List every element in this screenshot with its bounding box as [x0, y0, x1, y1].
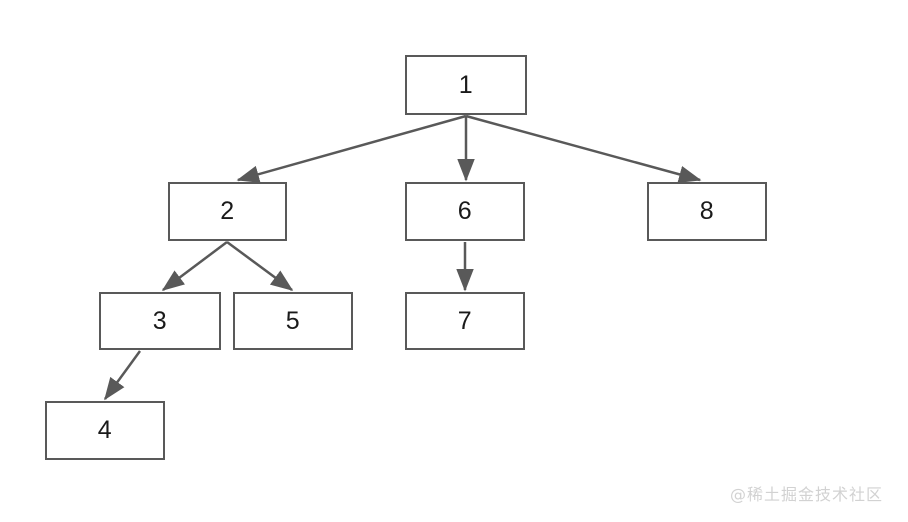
node-label: 3 — [152, 306, 168, 335]
node-label: 6 — [457, 197, 473, 225]
node-7[interactable]: 7 — [405, 292, 525, 350]
node-label: 2 — [220, 197, 235, 225]
edge-n3-to-n4 — [103, 350, 142, 401]
node-8[interactable]: 8 — [647, 182, 767, 241]
edge-n1-to-n8 — [465, 114, 702, 183]
edges-group — [103, 114, 702, 401]
node-2[interactable]: 2 — [168, 182, 287, 241]
node-label: 5 — [285, 306, 301, 335]
node-1[interactable]: 1 — [405, 55, 527, 115]
node-6[interactable]: 6 — [405, 182, 525, 241]
node-label: 4 — [97, 416, 113, 444]
node-5[interactable]: 5 — [233, 292, 353, 350]
watermark: @稀土掘金技术社区 — [730, 485, 884, 504]
node-4[interactable]: 4 — [45, 401, 165, 460]
node-label: 7 — [457, 306, 473, 335]
edge-n2-to-n5 — [226, 240, 294, 292]
edge-n2-to-n3 — [161, 241, 228, 291]
node-3[interactable]: 3 — [99, 292, 221, 350]
node-label: 1 — [458, 70, 474, 99]
node-label: 8 — [699, 197, 715, 225]
edge-n1-to-n2 — [236, 114, 467, 183]
